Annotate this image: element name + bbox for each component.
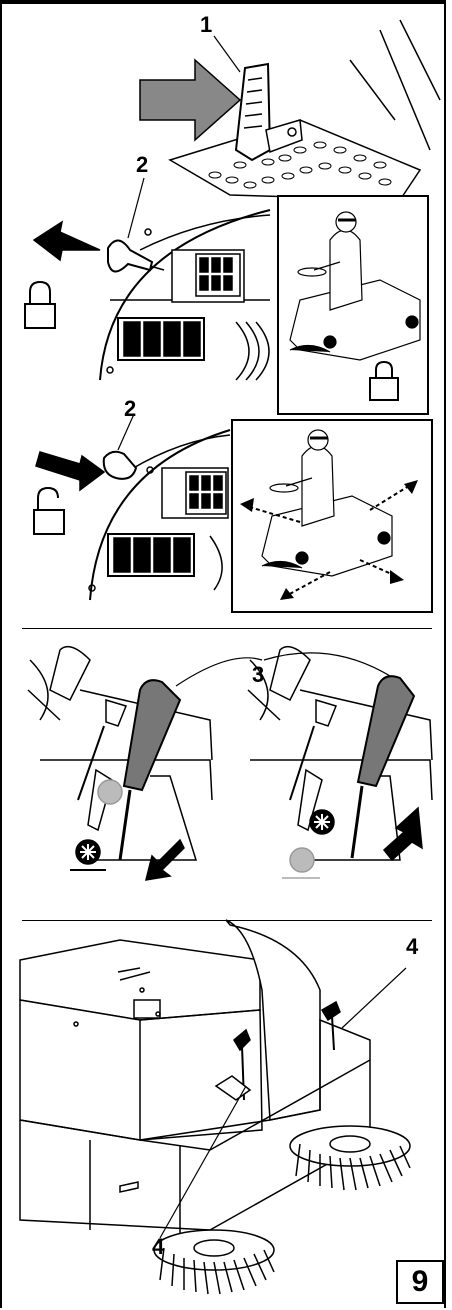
side-brush-icon <box>154 1230 274 1294</box>
callout-3: 3 <box>252 664 264 686</box>
side-brush-icon <box>290 1126 410 1190</box>
lever-icon <box>216 1030 250 1100</box>
key-unlocked-panel <box>34 414 432 612</box>
key-locked-panel <box>25 178 428 414</box>
brush-off-icon <box>282 848 320 878</box>
lever-icon <box>120 680 180 860</box>
padlock-unlocked-icon <box>34 488 64 534</box>
display-panel <box>172 250 244 302</box>
arrow-icon <box>34 222 100 260</box>
padlock-locked-icon <box>25 282 55 328</box>
arrow-icon <box>140 60 240 140</box>
switch-panel <box>118 318 204 360</box>
callout-2-unlocked: 2 <box>124 398 136 420</box>
section-divider-1 <box>22 628 432 629</box>
display-panel <box>162 468 228 518</box>
arrow-icon <box>36 452 104 490</box>
section-divider-2 <box>22 920 432 921</box>
side-brush-panel <box>20 920 410 1294</box>
callout-4-left: 4 <box>152 1236 164 1258</box>
callout-4-right: 4 <box>406 936 418 958</box>
key-icon <box>104 452 136 479</box>
key-icon <box>108 240 164 271</box>
callout-1: 1 <box>200 14 212 36</box>
lever-panel <box>28 647 432 880</box>
brush-on-icon <box>310 810 334 834</box>
pedal-panel <box>140 20 440 200</box>
switch-panel <box>108 534 194 576</box>
page-number: 9 <box>396 1260 444 1304</box>
arrow-icon <box>384 808 422 860</box>
lever-icon <box>322 1002 340 1050</box>
brush-off-icon <box>98 780 122 804</box>
brush-on-icon <box>70 840 106 870</box>
callout-2-locked: 2 <box>136 154 148 176</box>
